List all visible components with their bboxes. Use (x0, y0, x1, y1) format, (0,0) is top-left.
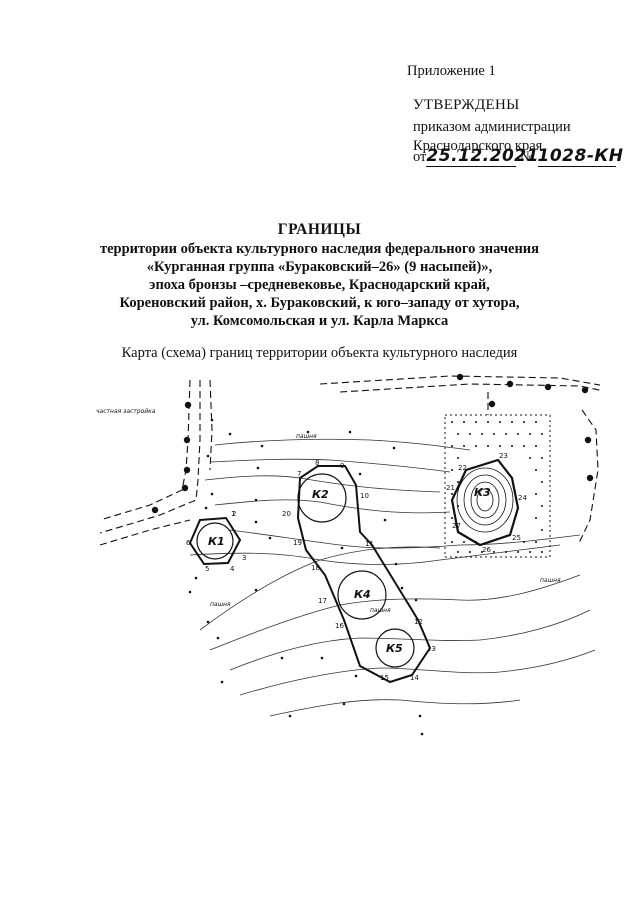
vertex-24: 24 (518, 494, 527, 502)
vertex-19: 19 (293, 539, 302, 547)
vertex-2: 2 (232, 510, 236, 518)
order-line-1: приказом администрации (413, 119, 571, 135)
vertex-20: 20 (282, 510, 291, 518)
protection-zone (444, 414, 551, 558)
vertex-8: 8 (315, 459, 319, 467)
vertex-25: 25 (512, 534, 521, 542)
vertex-14: 14 (410, 674, 419, 682)
boundary-map: К1 К2 К3 К4 К5 1 2 3 4 5 6 7 8 9 10 11 1… (96, 373, 600, 736)
territory-boundary (296, 465, 432, 684)
vertex-17: 17 (318, 597, 327, 605)
order-date: 25.12.2021 (426, 146, 539, 166)
vertex-12: 12 (414, 618, 423, 626)
dot-pattern (451, 421, 543, 553)
vertex-18: 18 (311, 564, 320, 572)
contour-lines (189, 438, 596, 717)
vertex-6: 6 (186, 539, 191, 547)
vertex-4: 4 (230, 565, 235, 573)
date-prefix: от (413, 149, 427, 165)
subtitle-line-2: «Курганная группа «Бураковский–26» (9 на… (146, 259, 493, 275)
vertex-9: 9 (340, 462, 344, 470)
vertex-13: 13 (427, 645, 436, 653)
private-development-label: частная застройка (96, 408, 156, 415)
mound-label-k1: К1 (208, 535, 225, 548)
field-label-4: пашня (540, 577, 561, 584)
subtitle-line-3: эпоха бронзы –средневековье, Краснодарск… (149, 277, 490, 293)
appendix-label: Приложение 1 (407, 63, 496, 79)
subtitle-line-4: Кореновский район, х. Бураковский, к юго… (119, 295, 520, 311)
mound-k1-boundary (188, 516, 242, 566)
area-labels: частная застройка пашня пашня пашня пашн… (96, 408, 561, 614)
field-label-1: пашня (296, 433, 317, 440)
mound-label-k4: К4 (354, 588, 371, 601)
vertex-27: 27 (452, 522, 461, 530)
number-prefix: № (520, 149, 534, 165)
vertex-1: 1 (231, 510, 235, 518)
mound-label-k2: К2 (312, 488, 329, 501)
vertex-3: 3 (242, 554, 246, 562)
vertex-21: 21 (446, 484, 455, 492)
vertex-11: 11 (365, 540, 374, 548)
vertex-numbers: 1 2 3 4 5 6 7 8 9 10 11 12 13 14 15 16 1… (186, 452, 527, 682)
order-block: приказом администрации Краснодарского кр… (413, 118, 571, 156)
vertex-10: 10 (360, 492, 369, 500)
mound-labels: К1 К2 К3 К4 К5 (208, 486, 491, 655)
road-dashed-lines (99, 375, 600, 546)
vertex-15: 15 (380, 674, 389, 682)
vertex-7: 7 (297, 470, 301, 478)
mound-k3 (450, 458, 520, 547)
field-label-2: пашня (210, 601, 231, 608)
document-subtitle: территории объекта культурного наследия … (0, 240, 639, 330)
vertex-23: 23 (499, 452, 508, 460)
order-date-number: от25.12.2021 № 1028-КН (413, 146, 623, 167)
subtitle-line-5: ул. Комсомольская и ул. Карла Маркса (190, 313, 449, 329)
vertex-26: 26 (482, 546, 491, 554)
mound-label-k3: К3 (474, 486, 491, 499)
survey-points (188, 418, 424, 736)
subtitle-line-1: территории объекта культурного наследия … (99, 241, 539, 257)
map-caption: Карта (схема) границ территории объекта … (121, 345, 518, 361)
mound-label-k5: К5 (386, 642, 403, 655)
vertex-16: 16 (335, 622, 344, 630)
document-title: ГРАНИЦЫ (277, 221, 362, 238)
boundary-marker-icon (151, 373, 594, 514)
mound-circles (196, 473, 415, 668)
vertex-5: 5 (205, 565, 209, 573)
approved-label: УТВЕРЖДЕНЫ (413, 97, 520, 113)
field-label-3: пашня (370, 607, 391, 614)
order-number: 1028-КН (537, 146, 624, 166)
vertex-22: 22 (458, 464, 467, 472)
order-line-2: Краснодарского края (413, 138, 543, 154)
